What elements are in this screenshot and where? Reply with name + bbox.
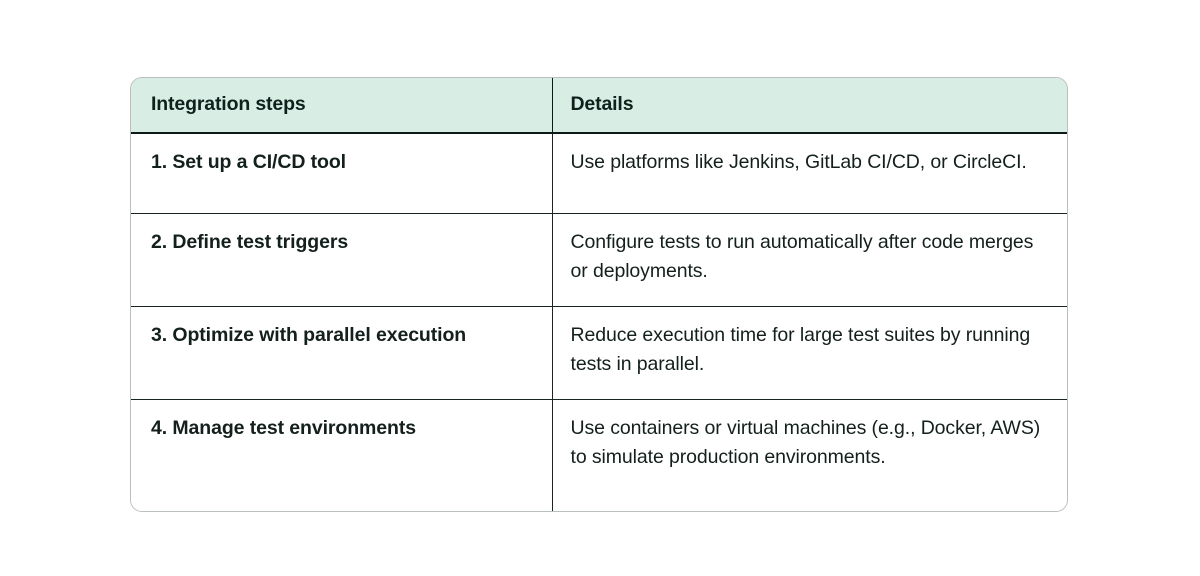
cell-step-4: 4. Manage test environments	[131, 399, 552, 512]
integration-steps-table: Integration steps Details 1. Set up a CI…	[131, 78, 1067, 512]
table-row: 4. Manage test environments Use containe…	[131, 399, 1067, 512]
table-header: Integration steps Details	[131, 78, 1067, 135]
table-row: 2. Define test triggers Configure tests …	[131, 213, 1067, 307]
cell-details-4: Use containers or virtual machines (e.g.…	[551, 399, 1067, 512]
integration-steps-table-card: Integration steps Details 1. Set up a CI…	[130, 77, 1068, 513]
table-header-row: Integration steps Details	[131, 78, 1067, 135]
cell-details-1: Use platforms like Jenkins, GitLab CI/CD…	[551, 133, 1067, 214]
column-header-details: Details	[551, 78, 1067, 135]
table-row: 1. Set up a CI/CD tool Use platforms lik…	[131, 133, 1067, 214]
column-header-integration-steps: Integration steps	[131, 78, 552, 135]
cell-step-3: 3. Optimize with parallel execution	[131, 306, 552, 400]
cell-details-2: Configure tests to run automatically aft…	[551, 213, 1067, 307]
cell-details-3: Reduce execution time for large test sui…	[551, 306, 1067, 400]
table-body: 1. Set up a CI/CD tool Use platforms lik…	[131, 133, 1067, 512]
cell-step-2: 2. Define test triggers	[131, 213, 552, 307]
table-row: 3. Optimize with parallel execution Redu…	[131, 306, 1067, 400]
cell-step-1: 1. Set up a CI/CD tool	[131, 133, 552, 214]
